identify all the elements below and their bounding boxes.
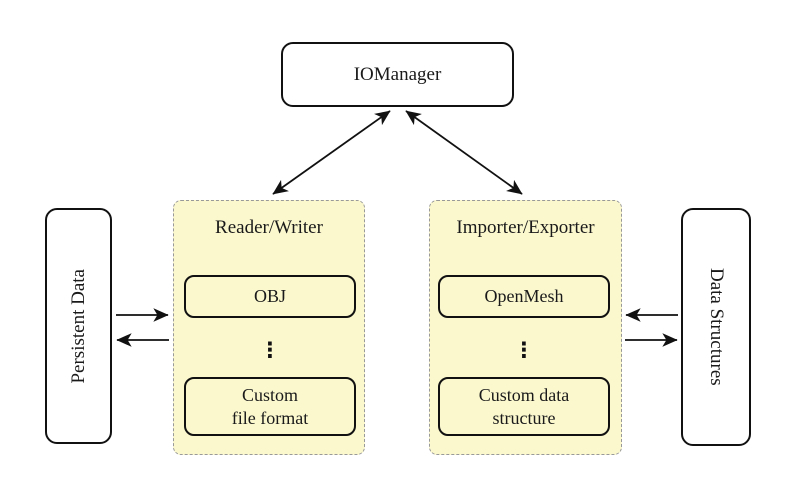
vertical-ellipsis-reader-writer: ⋮	[184, 328, 356, 372]
node-persistent-data-label: Persistent Data	[67, 268, 89, 384]
node-data-structures: Data Structures	[681, 208, 751, 446]
node-obj: OBJ	[184, 275, 356, 318]
node-persistent-data: Persistent Data	[45, 208, 112, 444]
node-custom-data-structure: Custom data structure	[438, 377, 610, 436]
node-obj-label: OBJ	[253, 286, 286, 307]
node-openmesh: OpenMesh	[438, 275, 610, 318]
vertical-ellipsis-glyph: ⋮	[513, 338, 535, 362]
node-custom-file-format-line1: Custom	[241, 385, 298, 405]
node-custom-data-structure-line2: structure	[492, 407, 556, 428]
node-custom-data-structure-line1: Custom data	[478, 385, 570, 405]
vertical-ellipsis-importer-exporter: ⋮	[438, 328, 610, 372]
group-importer-exporter-title: Importer/Exporter	[456, 217, 595, 238]
node-iomanager: IOManager	[281, 42, 514, 107]
vertical-ellipsis-glyph: ⋮	[259, 338, 281, 362]
node-data-structures-label: Data Structures	[706, 268, 727, 386]
node-iomanager-label: IOManager	[353, 63, 442, 85]
node-custom-file-format-line2: file format	[231, 407, 309, 428]
group-reader-writer-title: Reader/Writer	[215, 217, 323, 238]
node-custom-file-format: Custom file format	[184, 377, 356, 436]
arrow-iomanager-importer-exporter	[405, 110, 523, 195]
arrow-iomanager-reader-writer	[272, 110, 391, 195]
node-openmesh-label: OpenMesh	[484, 286, 564, 307]
